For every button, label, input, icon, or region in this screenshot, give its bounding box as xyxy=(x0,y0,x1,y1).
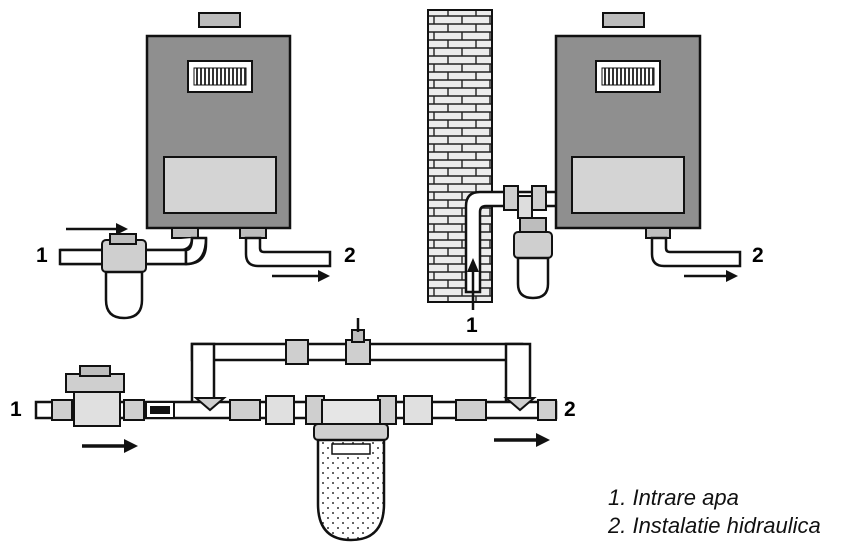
flow-arrows-bottom xyxy=(82,433,550,453)
label-outlet-left: 2 xyxy=(344,244,356,267)
outlet-pipe-right xyxy=(650,236,742,268)
main-filter xyxy=(305,395,397,542)
filter-right xyxy=(513,217,553,300)
label-inlet-bottom: 1 xyxy=(10,398,22,421)
label-inlet-left: 1 xyxy=(36,244,48,267)
outlet-pipe-left xyxy=(244,236,332,268)
brick-wall xyxy=(427,9,493,303)
flow-arrows-right xyxy=(467,258,738,310)
valves-main xyxy=(193,395,557,425)
water-heater-right xyxy=(554,12,702,239)
legend-item-inlet: 1. Intrare apa xyxy=(608,485,739,510)
legend-item-outlet: 2. Instalatie hidraulica xyxy=(608,513,821,538)
filter-left xyxy=(101,233,147,320)
label-inlet-right: 1 xyxy=(466,314,478,337)
water-meter xyxy=(51,365,175,427)
label-outlet-bottom: 2 xyxy=(564,398,576,421)
legend: 1. Intrare apa 2. Instalatie hidraulica xyxy=(608,484,821,540)
water-heater-left xyxy=(145,12,292,239)
flow-arrows-left xyxy=(66,223,330,282)
valve-assembly-right xyxy=(503,185,547,219)
label-outlet-right: 2 xyxy=(752,244,764,267)
bypass-pipe xyxy=(190,318,532,410)
